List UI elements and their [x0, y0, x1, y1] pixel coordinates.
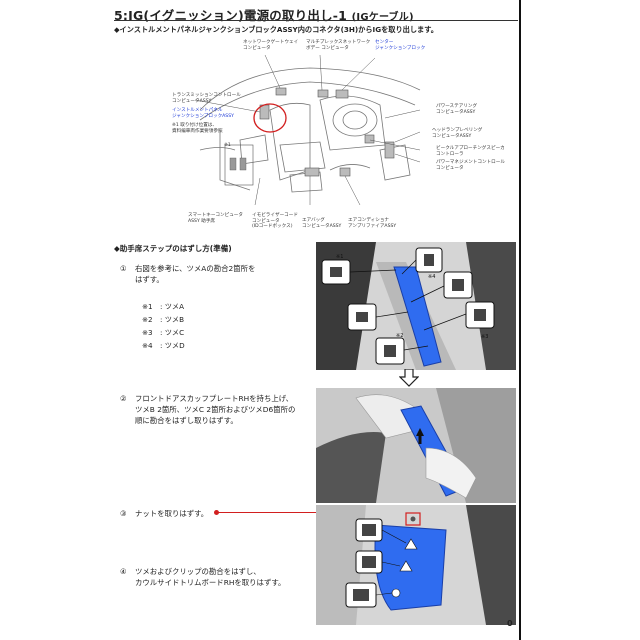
label-aircon-amp: エアコンディショナアンプリファイアASSY	[348, 218, 397, 229]
claw-note-c: ※3: ツメC	[142, 328, 185, 337]
page-edge	[519, 0, 521, 640]
red-leader-dot	[214, 510, 219, 515]
label-transmission-control: トランスミッションコントロールコンピュータASSY	[172, 93, 241, 104]
claw-note-d: ※4: ツメD	[142, 341, 185, 350]
page-mark: 0	[507, 619, 513, 628]
section-heading-step-removal: ◆助手席ステップのはずし方(準備)	[114, 244, 232, 253]
down-arrow-icon	[398, 368, 420, 391]
photo-mark-3: ※3	[481, 334, 488, 340]
title-main: 5:IG(イグニッション)電源の取り出し-1	[114, 8, 348, 23]
label-beat-speaker: ビークルアプローチングスピーカコントローラ	[436, 146, 505, 157]
label-immobilizer: イモビライザーコードコンピュータ(IDコードボックス)	[252, 213, 298, 230]
label-center-junction: センタージャンクションブロック	[375, 40, 426, 51]
claw-note-b: ※2: ツメB	[142, 315, 185, 324]
title-sub: (IGケーブル)	[351, 12, 414, 23]
red-callout-circle	[253, 103, 287, 133]
page-title: 5:IG(イグニッション)電源の取り出し-1 (IGケーブル)	[114, 5, 414, 24]
label-power-management: パワーマネジメントコントロールコンピュータ	[436, 160, 505, 171]
dashboard-diagram	[180, 50, 430, 210]
label-network-gateway: ネットワークゲートウェイコンピュータ	[243, 40, 299, 51]
label-multiplex-network: マルチプレックスネットワークボデー コンピュータ	[306, 40, 371, 51]
section-heading-ig: ◆インストルメントパネルジャンクションブロックASSY内のコネクタ(3H)からI…	[114, 25, 438, 34]
label-airbag: エアバッグコンピュータASSY	[302, 218, 342, 229]
photo-scuff-plate-claws: ※1 ※4 ※3 ※2	[316, 242, 516, 370]
title-underline	[114, 20, 518, 21]
photo-mark-4: ※4	[428, 274, 435, 280]
label-small-box-mark: ※1	[224, 143, 231, 148]
claw-note-a: ※1: ツメA	[142, 302, 184, 311]
red-leader-line	[217, 512, 407, 513]
photo-mark-1: ※1	[336, 254, 343, 260]
label-headlamp-leveling: ヘッドランプレベリングコンピュータASSY	[432, 128, 483, 139]
label-note1: ※1 取り付け位置は、資料編車両作業要領参照	[172, 123, 223, 134]
photo-cowl-side-trim	[316, 505, 516, 625]
label-power-steering: パワーステアリングコンピュータASSY	[436, 104, 478, 115]
photo-mark-2: ※2	[396, 333, 403, 339]
photo-lift-scuff-plate	[316, 388, 516, 503]
label-instrument-junction: インストルメントパネルジャンクションブロックASSY	[172, 108, 234, 119]
